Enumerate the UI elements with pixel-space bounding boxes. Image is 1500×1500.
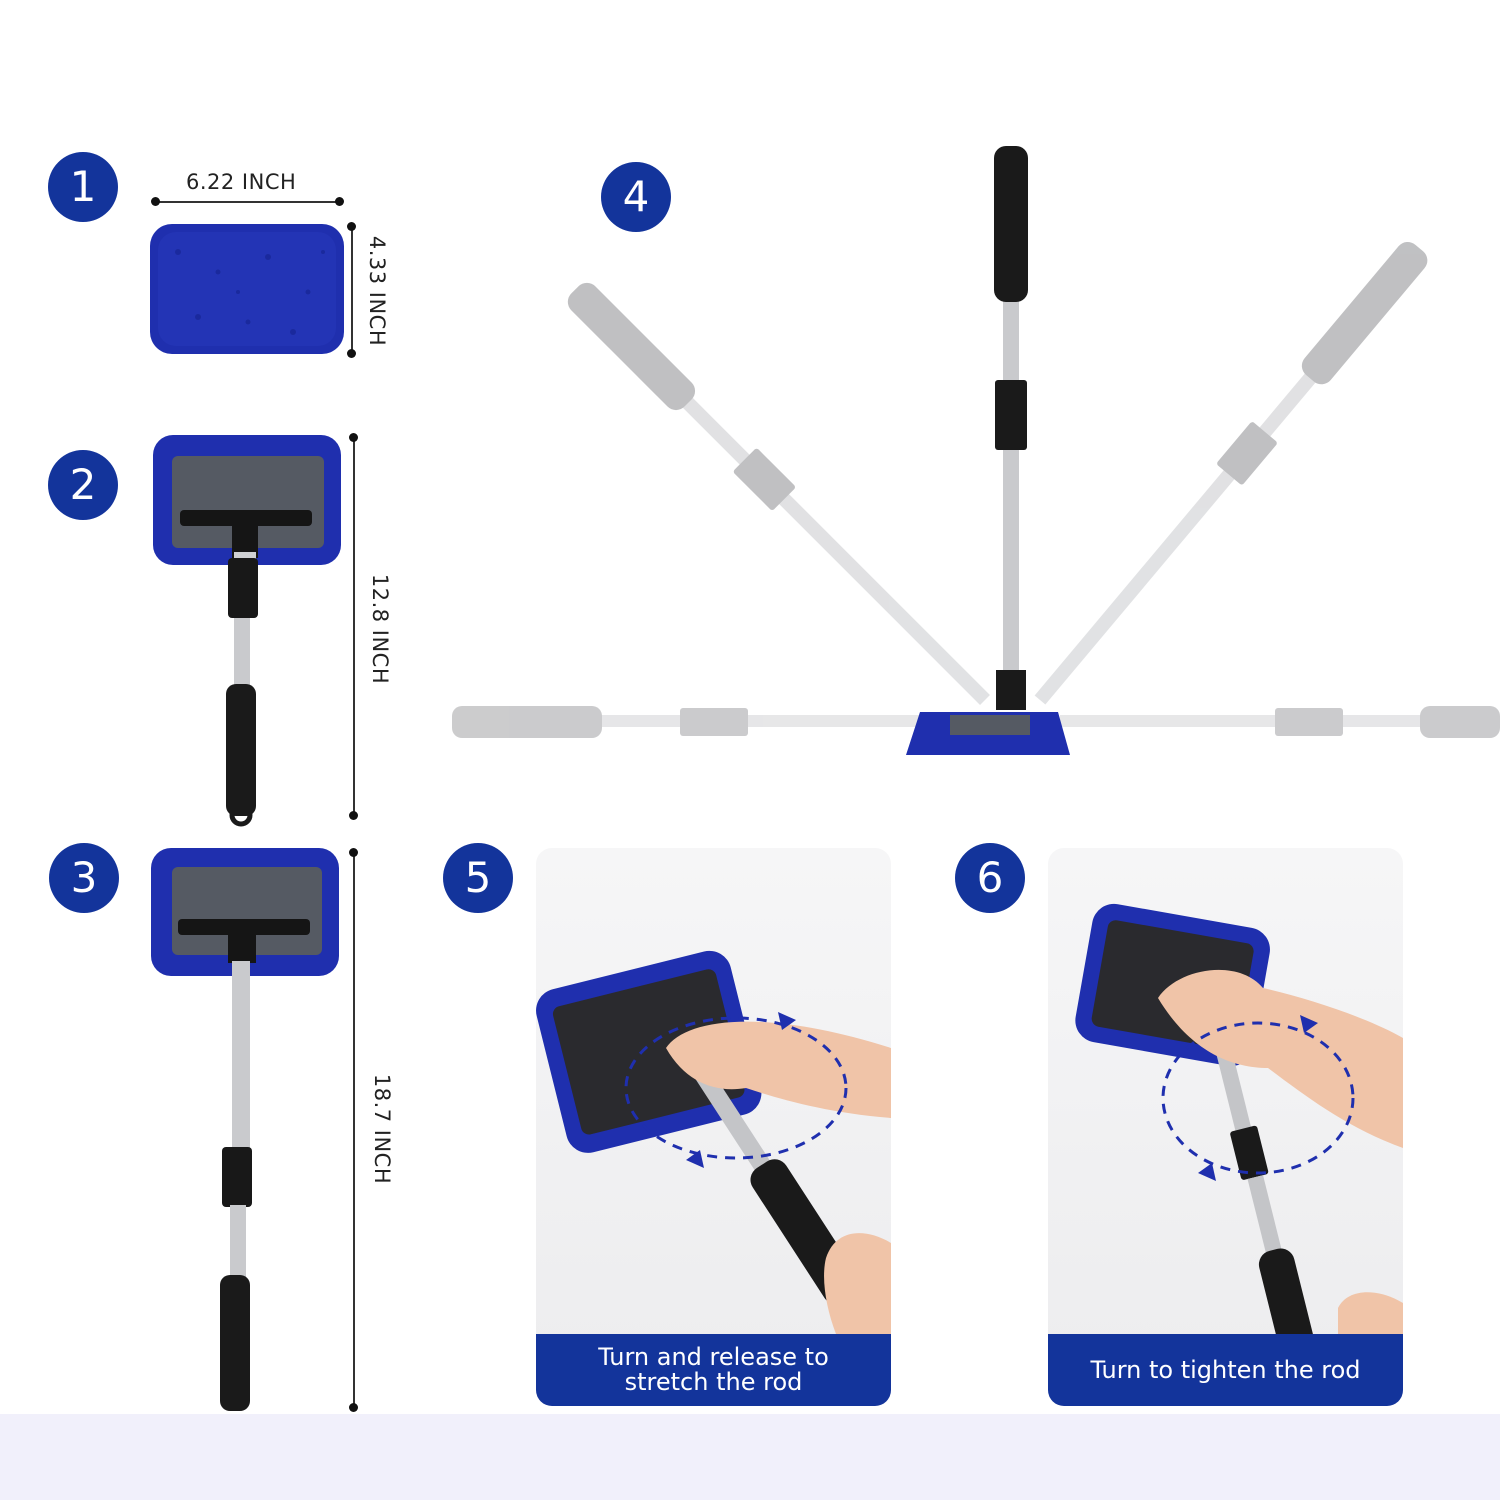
step6-photo bbox=[1075, 903, 1403, 1334]
step-badge-6: 6 bbox=[955, 843, 1025, 913]
long-tool-image bbox=[151, 848, 339, 1411]
pad-width-dot-right bbox=[335, 197, 344, 206]
long-length-line bbox=[353, 852, 355, 1407]
long-length-label: 18.7 INCH bbox=[370, 1073, 395, 1185]
step5-photo bbox=[536, 950, 891, 1334]
step6-caption: Turn to tighten the rod bbox=[1048, 1334, 1403, 1406]
short-length-dot-bottom bbox=[349, 811, 358, 820]
short-length-label: 12.8 INCH bbox=[368, 573, 393, 685]
step-badge-3: 3 bbox=[49, 843, 119, 913]
adjustable-angle-image bbox=[452, 146, 1500, 755]
long-length-dot-bottom bbox=[349, 1403, 358, 1412]
step6-panel: Turn to tighten the rod bbox=[1048, 848, 1403, 1406]
step5-caption: Turn and release to stretch the rod bbox=[536, 1334, 891, 1406]
pad-width-label: 6.22 INCH bbox=[186, 170, 297, 194]
pad-width-line bbox=[155, 201, 340, 203]
step-badge-2: 2 bbox=[48, 450, 118, 520]
long-length-dot-top bbox=[349, 848, 358, 857]
pad-height-label: 4.33 INCH bbox=[365, 235, 390, 347]
pad-height-dot-top bbox=[347, 222, 356, 231]
step-badge-5: 5 bbox=[443, 843, 513, 913]
pad-height-dot-bottom bbox=[347, 349, 356, 358]
step-badge-1: 1 bbox=[48, 152, 118, 222]
pad-width-dot-left bbox=[151, 197, 160, 206]
short-length-dot-top bbox=[349, 433, 358, 442]
footer-band bbox=[0, 1414, 1500, 1500]
step-badge-4: 4 bbox=[601, 162, 671, 232]
step5-panel: Turn and release to stretch the rod bbox=[536, 848, 891, 1406]
short-tool-image bbox=[153, 435, 341, 827]
pad-height-line bbox=[351, 226, 353, 354]
short-length-line bbox=[353, 437, 355, 815]
microfiber-pad-image bbox=[150, 224, 344, 354]
